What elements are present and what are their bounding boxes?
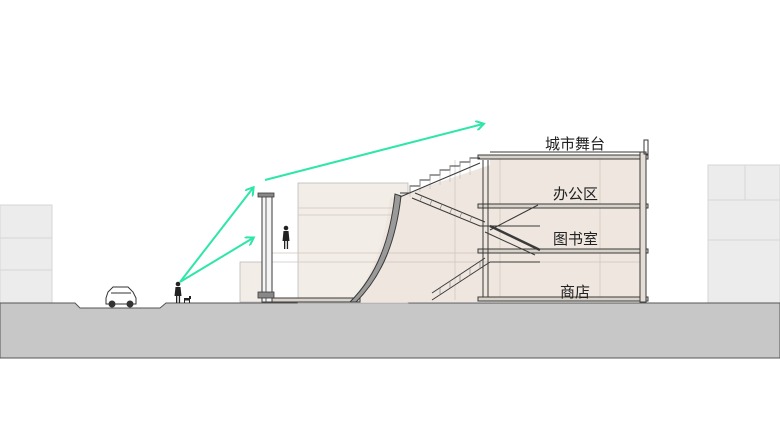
person-icon [174, 281, 182, 303]
person-icon-interior [282, 225, 290, 249]
right-wall [639, 139, 649, 303]
sightline-arrow-3 [264, 124, 483, 181]
label-office: 办公区 [553, 185, 598, 203]
columns [482, 160, 489, 297]
sightline-arrows [179, 124, 483, 283]
label-shop: 商店 [560, 283, 590, 301]
label-library: 图书室 [553, 230, 598, 248]
curved-facade [348, 193, 402, 303]
label-city-stage: 城市舞台 [545, 135, 605, 153]
sightline-arrow-2 [179, 238, 253, 283]
sightline-arrow-1 [179, 188, 253, 283]
dog-icon [184, 296, 191, 303]
car-icon [105, 286, 137, 308]
neighbor-building-right [707, 164, 780, 304]
stair-treads [419, 195, 481, 294]
floor-slabs [269, 154, 649, 303]
interior-stairs [411, 192, 541, 301]
terrace-underside [399, 162, 481, 198]
ground [0, 302, 780, 359]
neighbor-building-left [0, 204, 53, 304]
front-facade [257, 192, 275, 303]
terrace-risers [409, 158, 471, 197]
